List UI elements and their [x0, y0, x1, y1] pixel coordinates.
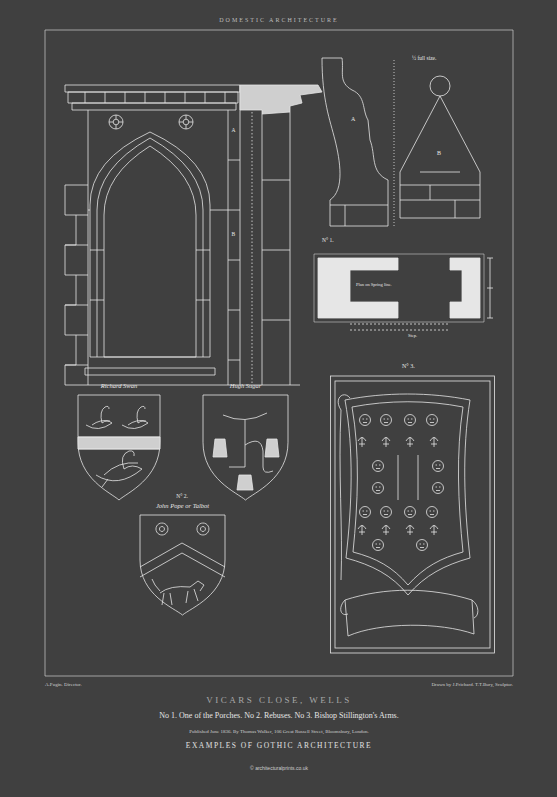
drawing-label: B — [231, 232, 236, 238]
rebus-name: Richard Swan — [78, 383, 160, 390]
drawing-label: DOMESTIC ARCHITECTURE — [219, 17, 339, 23]
drawing-label: N° 2. — [176, 494, 188, 500]
drawing-label: Published June 1836. By Thomas Walker, 1… — [189, 729, 369, 734]
shield-outline — [203, 383, 288, 500]
rebus-name: John Pope or Talbot — [140, 503, 225, 510]
panel-outline — [330, 363, 495, 666]
drawing-label: A — [231, 128, 236, 134]
arms-panel: N° 3. — [330, 363, 495, 666]
rebus-shield: Richard Swan — [78, 383, 160, 500]
drawing-label: EXAMPLES OF GOTHIC ARCHITECTURE — [186, 742, 372, 750]
panel-number: N° 3. — [330, 363, 495, 369]
drawing-label: Plan on Spring line. — [356, 283, 392, 288]
drawing-label: B — [437, 150, 441, 156]
sheet-caption: No 1. One of the Porches. No 2. Rebuses.… — [159, 712, 398, 720]
rebus-name: Hugh Sugar — [203, 383, 288, 390]
drawing-label: ½ full size. — [412, 56, 436, 62]
drawing-label: N° 1. — [322, 238, 334, 244]
drawing-label: A.Pugin. Director. — [45, 682, 82, 687]
drawing-label: Step. — [408, 334, 417, 339]
drawing-label: A — [351, 116, 355, 122]
drawing-label: © architecturalprints.co.uk — [250, 766, 308, 771]
rebus-shield: Hugh Sugar — [203, 383, 288, 500]
drawing-label: Drawn by J.Prichard. T.T.Bury, Sculptor. — [431, 682, 513, 687]
shield-outline — [140, 503, 225, 615]
rebus-shield: John Pope or Talbot — [140, 503, 225, 615]
sheet-title: VICARS CLOSE, WELLS — [206, 696, 352, 705]
shield-outline — [78, 383, 160, 500]
